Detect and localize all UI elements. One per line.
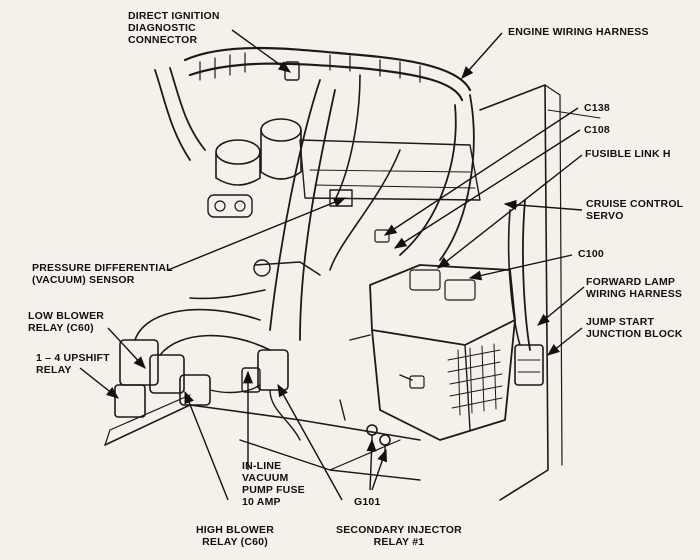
label-g101: G101 bbox=[354, 496, 381, 508]
label-line: (VACUUM) SENSOR bbox=[32, 274, 135, 286]
label-c138: C138 bbox=[584, 102, 610, 114]
label-line: RELAY #1 bbox=[373, 536, 425, 548]
label-line: SECONDARY INJECTOR bbox=[336, 524, 462, 536]
label-line: IN-LINE bbox=[242, 460, 282, 472]
label-jump-start-junction-block: JUMP START JUNCTION BLOCK bbox=[586, 316, 683, 340]
callout-leaders bbox=[79, 29, 585, 501]
label-pressure-differential-sensor: PRESSURE DIFFERENTIAL (VACUUM) SENSOR bbox=[32, 262, 173, 286]
label-secondary-injector-relay: SECONDARY INJECTOR RELAY #1 bbox=[336, 524, 462, 548]
label-line: JUNCTION BLOCK bbox=[586, 328, 683, 340]
label-line: G101 bbox=[354, 496, 381, 508]
label-line: DIAGNOSTIC bbox=[128, 22, 196, 34]
label-high-blower-relay: HIGH BLOWER RELAY (C60) bbox=[196, 524, 274, 548]
label-engine-wiring-harness: ENGINE WIRING HARNESS bbox=[508, 26, 649, 38]
label-upshift-relay: 1 – 4 UPSHIFT RELAY bbox=[36, 352, 110, 376]
label-line: RELAY bbox=[36, 364, 72, 376]
label-line: WIRING HARNESS bbox=[586, 288, 683, 300]
label-line: C138 bbox=[584, 102, 610, 114]
label-forward-lamp-wiring-harness: FORWARD LAMP WIRING HARNESS bbox=[586, 276, 682, 300]
label-line: FORWARD LAMP bbox=[586, 276, 676, 288]
label-line: VACUUM bbox=[242, 472, 289, 484]
label-line: RELAY (C60) bbox=[202, 536, 268, 548]
label-line: C108 bbox=[584, 124, 610, 136]
label-line: PUMP FUSE bbox=[242, 484, 305, 496]
label-line: DIRECT IGNITION bbox=[128, 10, 220, 22]
label-line: FUSIBLE LINK H bbox=[585, 148, 671, 160]
label-line: CRUISE CONTROL bbox=[586, 198, 684, 210]
label-line: RELAY (C60) bbox=[28, 322, 94, 334]
label-line: C100 bbox=[578, 248, 604, 260]
label-line: PRESSURE DIFFERENTIAL bbox=[32, 262, 173, 274]
label-cruise-control-servo: CRUISE CONTROL SERVO bbox=[586, 198, 683, 222]
label-c108: C108 bbox=[584, 124, 610, 136]
engine-line-art bbox=[104, 46, 601, 501]
label-c100: C100 bbox=[578, 248, 604, 260]
label-line: JUMP START bbox=[586, 316, 655, 328]
label-line: SERVO bbox=[586, 210, 624, 222]
label-inline-vacuum-pump-fuse: IN-LINE VACUUM PUMP FUSE 10 AMP bbox=[242, 460, 305, 508]
label-line: 10 AMP bbox=[242, 496, 281, 508]
label-line: CONNECTOR bbox=[128, 34, 198, 46]
label-line: ENGINE WIRING HARNESS bbox=[508, 26, 649, 38]
label-line: LOW BLOWER bbox=[28, 310, 105, 322]
label-fusible-link-h: FUSIBLE LINK H bbox=[585, 148, 671, 160]
label-direct-ignition-connector: DIRECT IGNITION DIAGNOSTIC CONNECTOR bbox=[128, 10, 220, 46]
label-low-blower-relay: LOW BLOWER RELAY (C60) bbox=[28, 310, 104, 334]
label-line: 1 – 4 UPSHIFT bbox=[36, 352, 110, 364]
label-line: HIGH BLOWER bbox=[196, 524, 275, 536]
